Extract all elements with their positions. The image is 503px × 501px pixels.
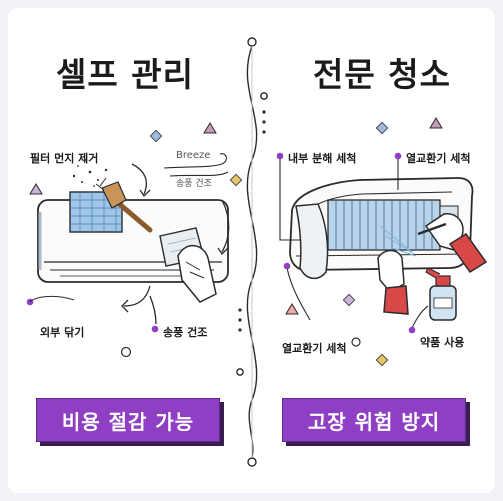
wipe-leader xyxy=(29,295,75,303)
dust-particles xyxy=(72,159,108,187)
left-title: 셀프 관리 xyxy=(56,55,194,94)
right-leaders xyxy=(279,158,429,329)
failure-prevention-button[interactable]: 고장 위험 방지 xyxy=(282,398,466,442)
label-heat-exchanger-top: 열교환기 세척 xyxy=(406,152,471,165)
cost-saving-button[interactable]: 비용 절감 가능 xyxy=(36,398,220,442)
left-decor xyxy=(29,122,243,358)
label-internal-disassembly: 내부 분해 세척 xyxy=(288,152,357,165)
right-decor xyxy=(285,117,443,367)
label-chemical-use: 약품 사용 xyxy=(420,336,465,349)
left-arrows xyxy=(121,163,230,325)
breeze-swirls xyxy=(163,153,229,177)
right-open-cover xyxy=(295,203,329,280)
right-glove-bottom-icon xyxy=(377,249,409,315)
right-title: 전문 청소 xyxy=(313,55,451,94)
divider-dots xyxy=(238,110,266,332)
right-glove-top-icon xyxy=(417,213,488,274)
label-fan-dry: 송풍 건조 xyxy=(163,326,208,339)
label-fan-dry-small: 송풍 건조 xyxy=(176,179,212,189)
label-filter-dust: 필터 먼지 제거 xyxy=(30,152,99,165)
brush-icon xyxy=(95,177,153,233)
right-pointers xyxy=(276,152,416,334)
label-heat-exchanger-bottom: 열교환기 세척 xyxy=(282,342,347,355)
spray-bottle-icon xyxy=(425,267,457,321)
left-hand-icon xyxy=(177,245,217,303)
label-wipe-exterior: 외부 닦기 xyxy=(40,326,85,339)
label-breeze: Breeze xyxy=(176,150,211,161)
spray-mist xyxy=(379,225,417,257)
left-filter xyxy=(69,191,123,233)
center-divider xyxy=(236,37,268,467)
